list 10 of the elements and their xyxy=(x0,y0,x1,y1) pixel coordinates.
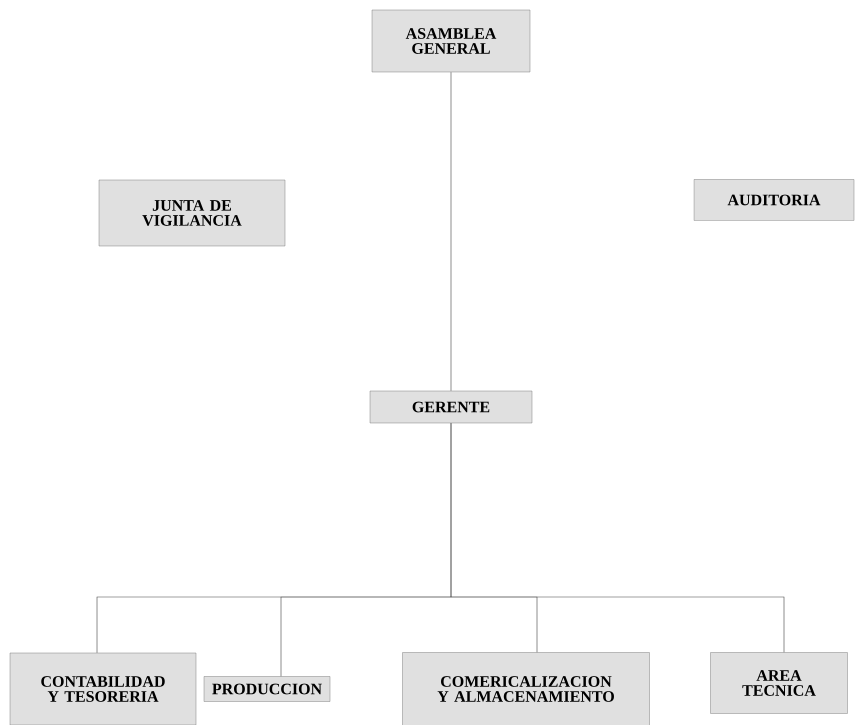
org-box: CONTABILIDAD Y TESORERIA xyxy=(10,652,196,725)
org-box: ASAMBLEA GENERAL xyxy=(372,10,530,72)
org-box: GERENTE xyxy=(370,390,532,424)
connector-line xyxy=(450,72,452,392)
connector-line xyxy=(450,422,784,653)
org-box: PRODUCCION xyxy=(204,676,330,702)
org-box: COMERICALIZACION Y ALMACENAMIENTO xyxy=(402,652,650,725)
org-box: AREA TECNICA xyxy=(710,652,848,714)
org-box: AUDITORIA xyxy=(694,179,854,221)
org-box: JUNTA DE VIGILANCIA xyxy=(98,180,286,246)
